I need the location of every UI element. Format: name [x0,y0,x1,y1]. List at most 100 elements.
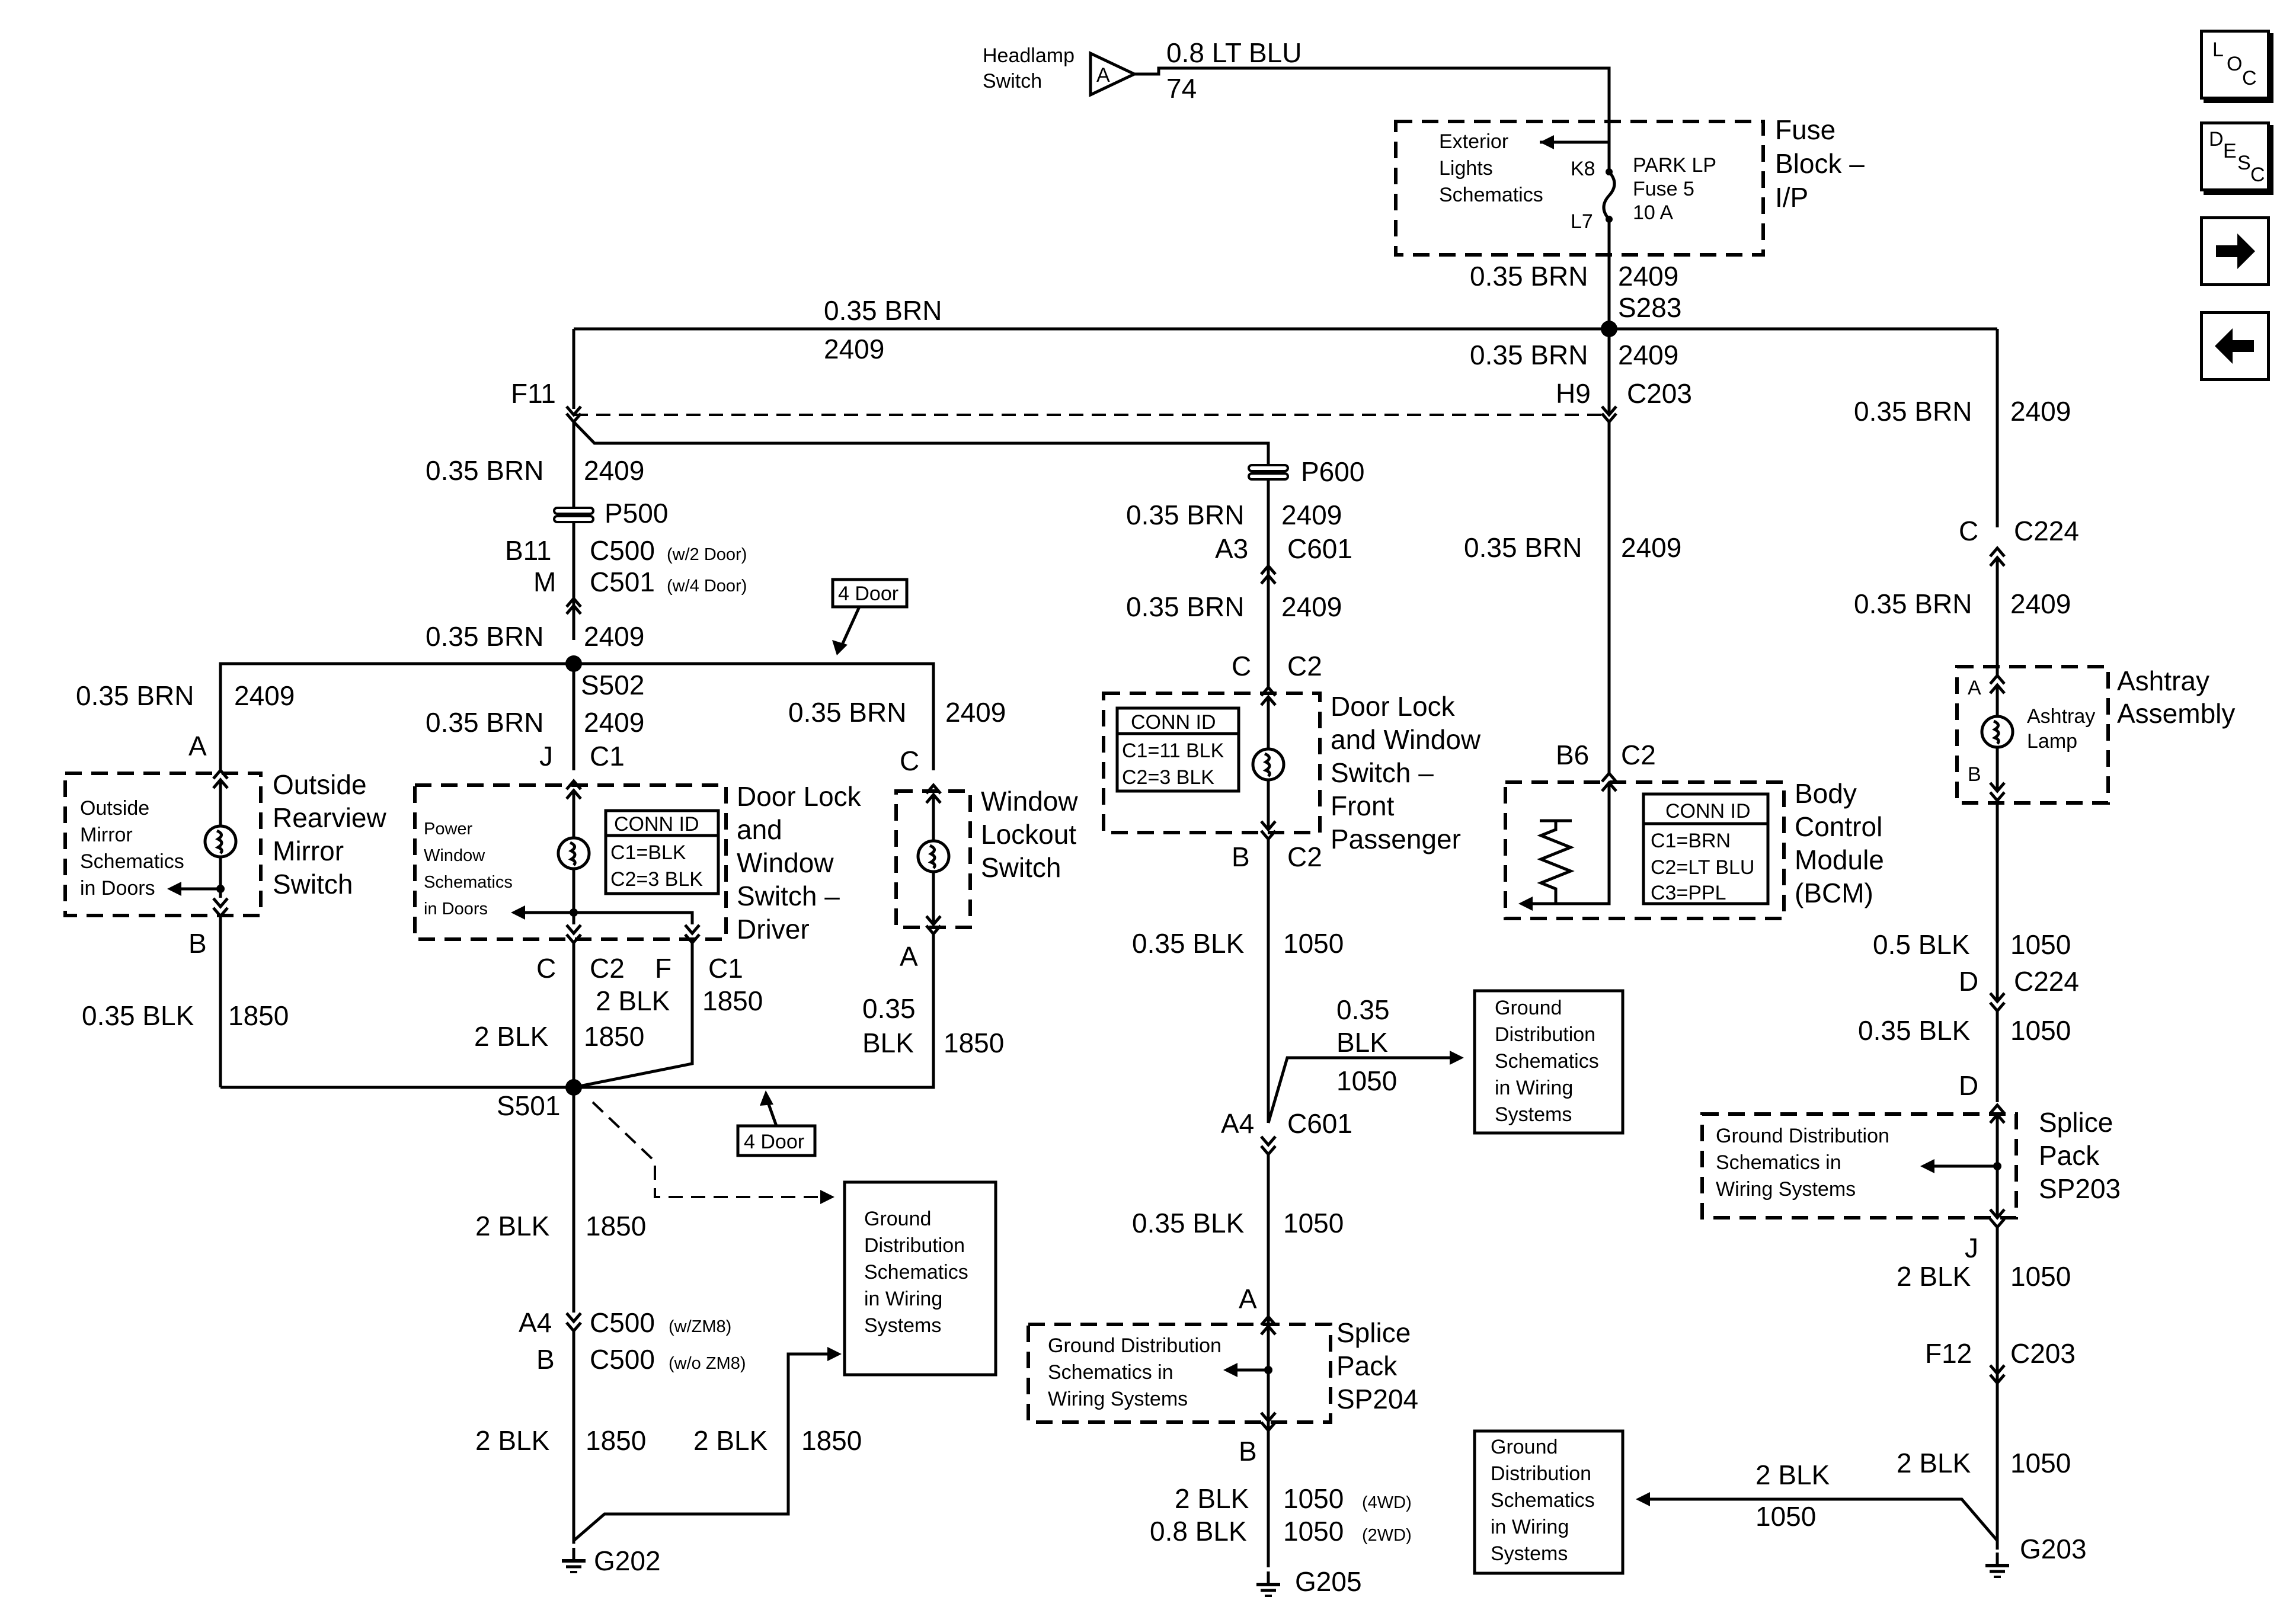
four-door-tag-top-arrowhead [832,640,848,655]
s502-upper-wire-color: 0.35 BRN [426,621,543,652]
ground-dist-2-line-3: Schematics [1495,1050,1599,1073]
bcm-connector-c2: C2 [1621,740,1656,770]
passenger-ground-wire-color: 0.35 BLK [1132,928,1245,959]
fuse-pin-l7: L7 [1571,210,1593,233]
ground-dist-box-1[interactable] [843,1180,997,1377]
f11-pin: F11 [511,378,556,409]
ashtray-lamp-label-2: Lamp [2027,730,2077,753]
ground-dist-1-line-4: in Wiring [864,1288,942,1310]
c203-lower-pin-f12: F12 [1925,1338,1972,1369]
c601-lower-wire-color: 0.35 BLK [1132,1208,1245,1238]
bcm-conn-id-box [1642,792,1770,905]
bcm-conn-c2: C2=LT BLU [1651,856,1754,879]
fuse-block-title-1: Fuse [1775,114,1835,145]
g203-label: G203 [2020,1534,2087,1564]
ashtray-feed-wire-color: 0.35 BRN [1854,396,1972,427]
loc-letter-c: C [2242,67,2257,89]
p500-label: P500 [605,498,668,529]
driver-conn-c2: C2=3 BLK [610,868,703,891]
headlamp-switch-label-2: Switch [983,70,1042,92]
ground-dist-1-line-1: Ground [864,1208,931,1230]
p600-branch-wire [573,421,1270,468]
next-page-button[interactable] [2200,216,2270,286]
ashtray-feed-wire-circuit: 2409 [2010,396,2071,427]
mirror-sch-tap-dot [216,885,225,893]
sp203-pin-j-connector-2 [1990,1219,2004,1227]
ext-lights-3: Schematics [1439,184,1543,206]
c224-top-connector-symbol [1990,548,2004,556]
bcm-input-wire-color: 0.35 BRN [1464,532,1582,563]
driver-ground-wire-circuit: 1850 [584,1021,644,1052]
ground-dist-box-3[interactable] [1473,1429,1625,1575]
location-button[interactable]: L O C [2200,30,2270,100]
outside-mirror-switch-box [63,772,263,917]
fuse-pin-k8-dot [1606,168,1613,175]
passenger-conn-c1: C1=11 BLK [1122,740,1224,762]
ground-dist-3-line-3: Schematics [1491,1489,1595,1512]
mirror-pin-b-connector [213,898,228,907]
driver-pin-c-connector-2 [567,934,581,943]
ground-dist-2-line-5: Systems [1495,1103,1572,1126]
c224-lower-pin-d: D [1959,966,1978,997]
ground-dist-box-2[interactable] [1473,989,1625,1135]
four-door-tag-bottom-arrowhead [760,1090,773,1106]
sp203-out-wire-color: 2 BLK [1897,1261,1971,1292]
passenger-conn-id-title: CONN ID [1131,711,1216,734]
driver-c2-wire-color: 2 BLK [596,985,670,1016]
lockout-feed-wire-color: 0.35 BRN [788,697,906,728]
g202-wire-circuit: 1850 [586,1425,646,1456]
c601-down-wire-circuit: 2409 [1281,591,1342,622]
c501-w4door-note: (w/4 Door) [667,577,747,596]
mirror-sch-4: in Doors [80,877,155,900]
ground-dist-3-line-5: Systems [1491,1542,1568,1565]
p600-down-wire-circuit: 2409 [1281,500,1342,530]
p500-upper-wire-circuit: 2409 [584,455,644,486]
g205-ground-icon [1256,1571,1280,1596]
bcm-conn-id-title: CONN ID [1665,800,1751,822]
g205-wire-color-4wd: 2 BLK [1175,1483,1249,1514]
mirror-sch-2: Mirror [80,824,133,846]
headlamp-pin-a: A [1096,64,1110,87]
ext-lights-2: Lights [1439,157,1493,180]
fuse-name-3: 10 A [1633,201,1673,224]
c601-lower-connector-symbol-2 [1261,1146,1275,1154]
description-button[interactable]: D E S C [2200,121,2270,191]
passenger-title-4: Front [1331,790,1395,821]
c500-lower-connector-2: C500 [590,1344,655,1375]
c601-ground-dist-arrowhead [1450,1051,1464,1065]
mirror-switch-title-3: Mirror [273,836,344,866]
bcm-box [1504,780,1786,920]
bcm-internal-wire [1556,783,1611,905]
g205-wire-circuit-4wd: 1050 [1283,1483,1344,1514]
sp203-feed-wire-color: 0.35 BLK [1858,1015,1971,1046]
g202-dist-wire [573,1352,830,1542]
four-door-tag-top-text: 4 Door [838,582,898,605]
passenger-title-2: and Window [1331,724,1481,755]
previous-page-button[interactable] [2200,311,2270,381]
sp204-tap-dot [1264,1366,1272,1374]
b11-pin: B11 [505,535,551,566]
c224-lower-connector: C224 [2014,966,2079,997]
mirror-sch-3: Schematics [80,850,184,873]
ashtray-pin-a: A [1968,677,1981,699]
passenger-c2-top: C2 [1287,651,1322,681]
fuse-pin-k8: K8 [1571,158,1595,180]
ashtray-ground-wire-circuit: 1050 [2010,929,2071,960]
sp203-dist-arrowhead [1920,1159,1934,1173]
fuse-element [1602,171,1616,220]
bcm-title-4: (BCM) [1795,878,1873,908]
c601-lower-connector-symbol [1261,1137,1275,1145]
driver-f-ground-wire [573,943,694,1089]
bcm-resistor-icon [1537,821,1575,904]
sp204-dist-1: Ground Distribution [1048,1334,1221,1357]
bus-wire-color: 0.35 BRN [824,295,942,326]
passenger-title-1: Door Lock [1331,691,1456,722]
mirror-pin-a: A [188,731,207,761]
p600-splice-pack-bottom [1248,472,1289,481]
ashtray-lamp-icon [1982,716,2013,747]
c601-dist-wire-circuit: 1050 [1336,1065,1397,1096]
driver-c1-bottom: C1 [708,953,743,984]
ground-dist-1-line-5: Systems [864,1314,941,1337]
c224-top-connector: C224 [2014,516,2079,546]
